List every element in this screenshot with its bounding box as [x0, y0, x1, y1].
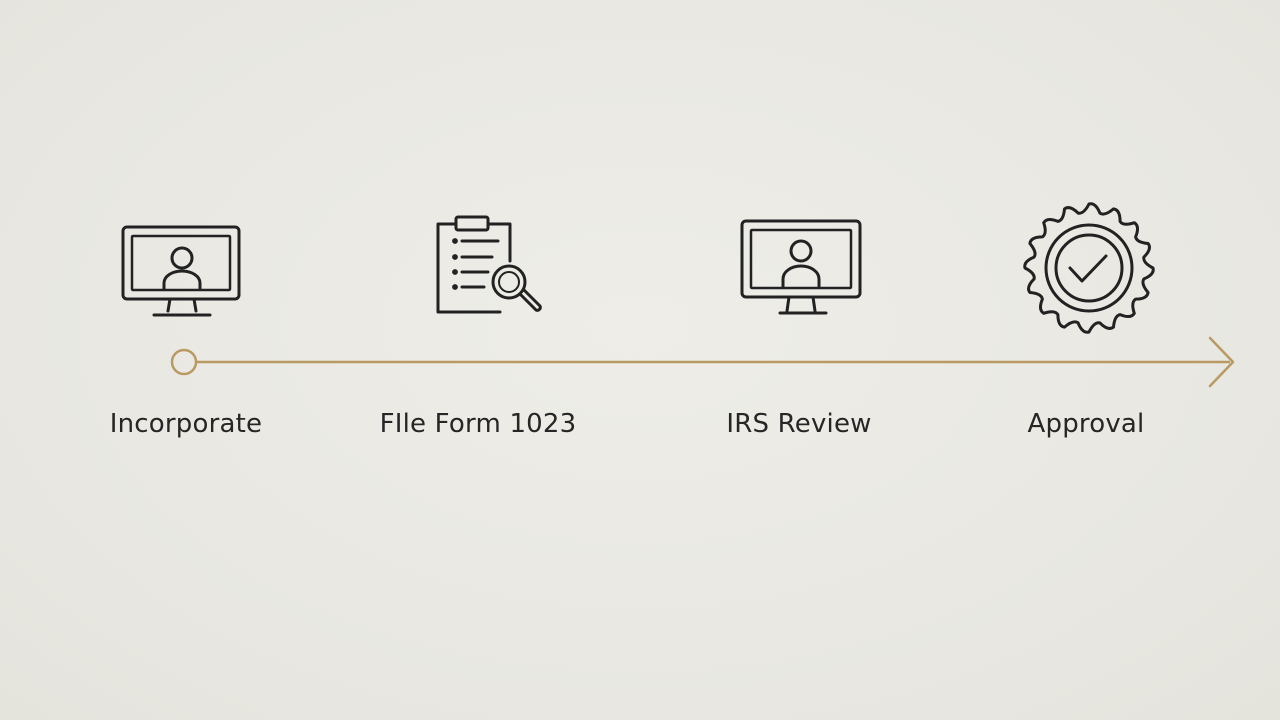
timeline-start-marker — [170, 348, 198, 376]
monitor-user-icon — [121, 225, 241, 317]
timeline-arrowhead — [1208, 336, 1235, 388]
step-label-incorporate: Incorporate — [109, 409, 263, 439]
approval-seal-check-icon — [1023, 202, 1155, 334]
step-label-file-form: FIle Form 1023 — [379, 409, 577, 439]
step-label-irs-review: IRS Review — [726, 409, 872, 439]
step-label-approval: Approval — [1027, 409, 1145, 439]
monitor-user-icon — [740, 219, 862, 315]
clipboard-search-icon — [436, 215, 542, 314]
